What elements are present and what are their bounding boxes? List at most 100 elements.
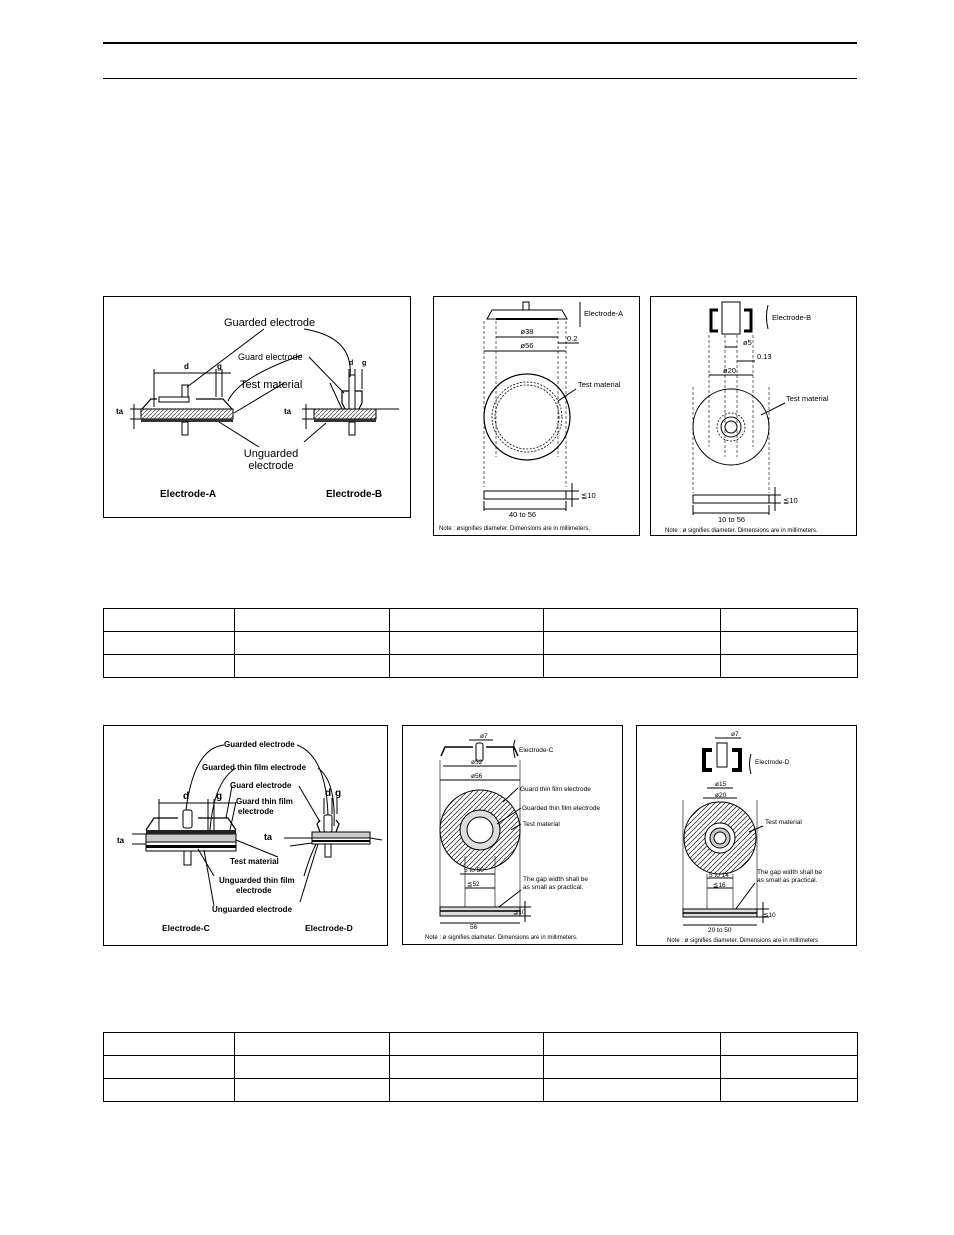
label-d-a: d <box>184 362 189 371</box>
label-guard-thin-film-2: electrode <box>238 807 274 816</box>
test-material-edge <box>692 494 770 504</box>
label-gap-2: as small as practical. <box>757 877 818 884</box>
dim-width: 40 to 56 <box>509 510 536 519</box>
electrode-cd-diagram: d g ta ta d g Guarded electrode Guarded … <box>117 740 383 933</box>
dim-le16: ≦16 <box>713 882 726 889</box>
label-test-material: Test material <box>523 821 560 828</box>
label-d-c: d <box>183 791 189 802</box>
electrode-ab-diagram: d g ta ta d g Guarded electrode Guard el… <box>116 317 399 500</box>
table-row <box>103 1055 858 1079</box>
label-electrode-b: Electrode-B <box>326 489 382 500</box>
note-text: Note : øsignifies diameter. Dimensions a… <box>439 526 590 532</box>
label-electrode-c: Electrode-C <box>519 747 554 754</box>
header-rule-bottom <box>103 78 857 79</box>
electrode-d-dimension-diagram: ø7 Electrode-D ø15 ø20 Test material 5 t… <box>667 731 822 944</box>
figure-electrode-c-plan: ø7 Electrode-C ø52 ø56 5 to 50 ≦52 Guard… <box>402 725 623 945</box>
test-material-circle <box>692 388 770 466</box>
table-row <box>103 654 858 678</box>
table-row <box>103 1032 858 1056</box>
label-guarded-thin-film: Guarded thin film electrode <box>202 763 307 772</box>
label-unguarded-thin-2: electrode <box>236 886 272 895</box>
label-electrode-a: Electrode-A <box>160 489 216 500</box>
table-row <box>103 608 858 632</box>
label-guarded-electrode: Guarded electrode <box>224 740 295 749</box>
test-material-circle <box>483 373 571 461</box>
label-unguarded-thin-1: Unguarded thin film <box>219 876 295 885</box>
label-guard-electrode: Guard electrode <box>230 781 292 790</box>
label-electrode-d: Electrode-D <box>755 759 790 766</box>
label-guarded-electrode: Guarded electrode <box>224 317 315 329</box>
label-test-material: Test material <box>230 857 279 866</box>
header-rule-top <box>103 42 857 44</box>
dim-width: 56 <box>470 924 478 931</box>
dim-le52: ≦52 <box>467 881 480 888</box>
note-text: Note : ø signifies diameter. Dimensions … <box>425 935 578 941</box>
label-d-b: d <box>349 360 353 367</box>
dim-outer-dia: ø20 <box>723 366 736 375</box>
guarded-electrode-a <box>158 396 190 403</box>
label-test-material: Test material <box>786 394 829 403</box>
figure-electrode-a-plan: Electrode-A ø38 ø56 0.2 Test material ≦1… <box>433 296 640 536</box>
label-electrode-b: Electrode-B <box>772 313 811 322</box>
figure-electrode-ab-section: d g ta ta d g Guarded electrode Guard el… <box>103 296 411 518</box>
note-text: Note : ø signifies diameter. Dimensions … <box>665 528 818 534</box>
dim-top-dia: ø7 <box>731 731 739 738</box>
label-electrode-a: Electrode-A <box>584 309 623 318</box>
figure-electrode-d-plan: ø7 Electrode-D ø15 ø20 Test material 5 t… <box>636 725 857 946</box>
label-unguarded-2: electrode <box>248 460 293 472</box>
note-text: Note : ø signifies diameter. Dimensions … <box>667 938 818 944</box>
unguarded-electrode-b <box>314 419 376 422</box>
label-gap-1: The gap width shall be <box>757 869 822 876</box>
label-guard-thin-film-1: Guard thin film <box>236 797 293 806</box>
label-g-d: g <box>335 788 341 799</box>
electrode-ab-table <box>103 608 858 678</box>
label-guarded-thin-film: Guarded thin film electrode <box>522 805 600 812</box>
dim-range: 5 to 14 <box>709 872 729 879</box>
dim-thickness: ≦10 <box>513 909 526 916</box>
dim-inner-dia: ø5 <box>743 338 752 347</box>
dim-thickness: ≦10 <box>783 496 798 505</box>
label-test-material: Test material <box>765 819 802 826</box>
dim-thickness: ≦10 <box>763 912 776 919</box>
dim-20: ø20 <box>715 792 727 799</box>
test-material-a <box>140 408 234 420</box>
dim-52: ø52 <box>471 759 483 766</box>
guarded-pin-b <box>348 374 356 410</box>
dim-thickness: ≦10 <box>581 491 596 500</box>
label-guard-thin-film: Guard thin film electrode <box>520 786 591 793</box>
dim-56: ø56 <box>471 773 483 780</box>
table-row <box>103 1078 858 1102</box>
dim-outer-dia: ø56 <box>521 341 534 350</box>
label-gap-1: The gap width shall be <box>523 876 588 883</box>
electrode-c-dimension-diagram: ø7 Electrode-C ø52 ø56 5 to 50 ≦52 Guard… <box>425 733 600 941</box>
table-row <box>103 631 858 655</box>
label-ta-c: ta <box>117 836 125 845</box>
label-g-b: g <box>362 360 366 367</box>
label-test-material: Test material <box>578 380 621 389</box>
label-electrode-c: Electrode-C <box>162 923 210 933</box>
electrode-b-dimension-diagram: Electrode-B ø5 0.13 ø20 Test material ≦1… <box>665 301 829 534</box>
figure-electrode-b-plan: Electrode-B ø5 0.13 ø20 Test material ≦1… <box>650 296 857 536</box>
dim-range: 5 to 50 <box>464 867 484 874</box>
label-g-a: g <box>217 362 222 371</box>
dim-gap: 0.13 <box>757 352 772 361</box>
label-ta-a: ta <box>116 407 124 416</box>
label-unguarded-electrode: Unguarded electrode <box>212 905 293 914</box>
label-g-c: g <box>216 791 222 802</box>
dim-gap: 0.2 <box>567 334 577 343</box>
test-material-edge <box>483 490 567 500</box>
label-gap-2: as small as practical. <box>523 884 584 891</box>
dim-width: 10 to 56 <box>718 515 745 524</box>
dim-top-dia: ø7 <box>480 733 488 740</box>
test-material-b <box>313 408 377 420</box>
dim-inner-dia: ø38 <box>521 327 534 336</box>
dim-width: 20 to 50 <box>708 927 732 934</box>
label-unguarded-1: Unguarded <box>244 448 298 460</box>
dim-15: ø15 <box>715 781 727 788</box>
label-guard-electrode: Guard electrode <box>238 352 303 362</box>
electrode-cd-table <box>103 1032 858 1102</box>
electrode-a-dimension-diagram: Electrode-A ø38 ø56 0.2 Test material ≦1… <box>439 301 623 532</box>
unguarded-electrode-a <box>141 419 233 422</box>
label-electrode-d: Electrode-D <box>305 923 353 933</box>
label-ta-d: ta <box>264 832 273 842</box>
